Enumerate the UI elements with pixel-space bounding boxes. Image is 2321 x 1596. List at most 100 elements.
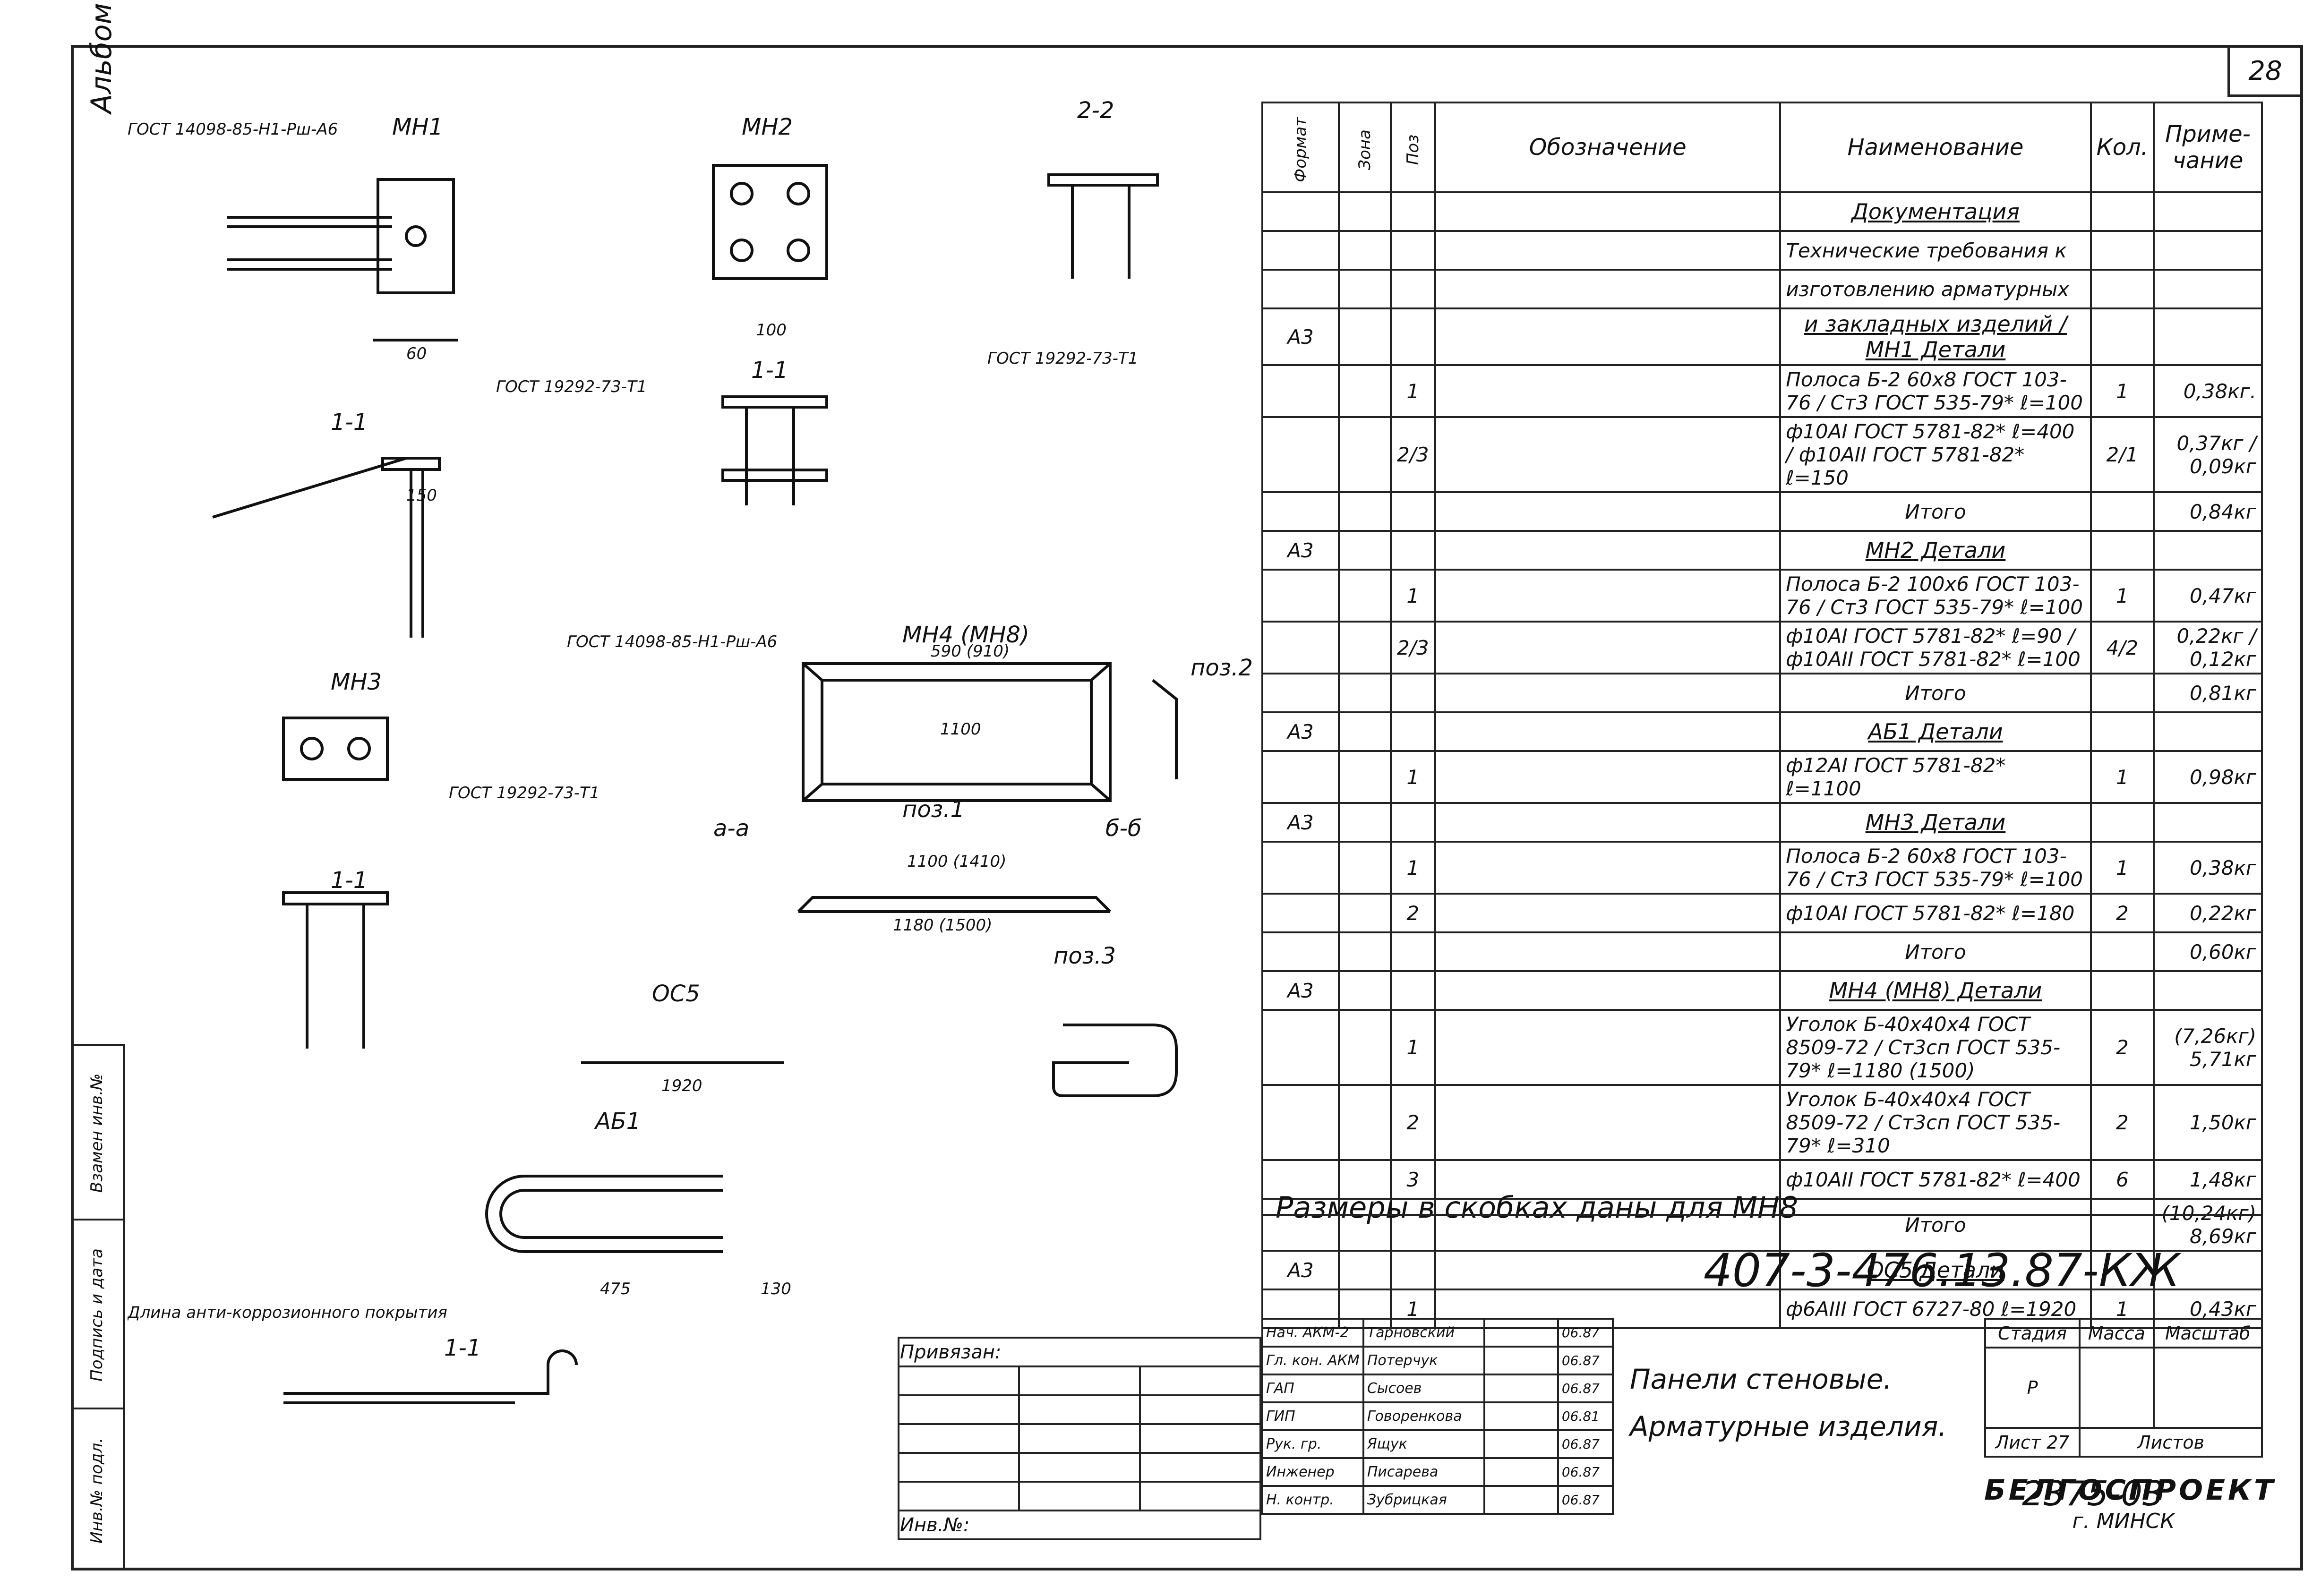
signature-sig: [1483, 1346, 1559, 1375]
album-label: Альбом 6: [85, 0, 118, 113]
gost-weld-top: ГОСТ 14098-85-Н1-Рш-А6: [128, 120, 338, 139]
spec-note-cell: [2153, 1250, 2263, 1290]
header-name: Наименование: [1779, 102, 2092, 193]
mass-value: [2079, 1347, 2155, 1429]
gost-weld-mid: ГОСТ 14098-85-Н1-Рш-А6: [567, 632, 777, 651]
signature-role: Н. контр.: [1261, 1485, 1364, 1515]
signature-date: 06.87: [1557, 1346, 1614, 1375]
signature-role: Рук. гр.: [1261, 1429, 1364, 1459]
bracket-note: Размеры в скобках даны для МН8: [1276, 1190, 1799, 1225]
inv-label: Инв.№:: [898, 1510, 1261, 1540]
mn3-hole: [300, 737, 324, 760]
document-title: Панели стеновые. Арматурные изделия.: [1630, 1356, 1947, 1450]
spec-pos-cell: 1: [1389, 1009, 1436, 1086]
spec-name-cell: АБ1 Детали: [1779, 711, 2092, 752]
spec-name-cell: Итого: [1779, 673, 2092, 713]
label-section-11-mn2: 1-1: [751, 357, 788, 384]
spec-format-cell: [1261, 269, 1340, 309]
mn4-frame-outer: [802, 662, 1112, 802]
mn1-weld: [405, 225, 427, 247]
gost-t1-b: ГОСТ 19292-73-Т1: [987, 349, 1138, 368]
spec-zone-cell: [1337, 230, 1392, 271]
scale-label: Масштаб: [2152, 1318, 2263, 1348]
spec-qty-cell: [2090, 1198, 2155, 1252]
pos3-hook: [1052, 1024, 1178, 1097]
gost-t1-c: ГОСТ 19292-73-Т1: [449, 784, 600, 802]
label-pos3: поз.3: [1053, 943, 1116, 969]
spec-row: А3 ОС5 Детали: [1261, 1250, 2263, 1290]
header-pos: Поз: [1389, 102, 1436, 193]
sheet-number: 28: [2227, 45, 2303, 97]
spec-name-cell: изготовлению арматурных: [1779, 269, 2092, 309]
spec-format-cell: А3: [1261, 530, 1340, 571]
dim-100: 100: [756, 321, 787, 340]
spec-name-cell: ОС5 Детали: [1779, 1250, 2092, 1290]
spec-format-cell: [1261, 893, 1340, 933]
drawing-area: МН1 МН2 МН3 МН4 (МН8) АБ1 ОС5 2-2 1-1 1-…: [127, 97, 1253, 1459]
spec-format-cell: [1261, 230, 1340, 271]
spec-pos-cell: [1389, 802, 1436, 843]
spec-designation-cell: [1434, 931, 1781, 972]
spec-designation-cell: [1434, 1250, 1781, 1290]
spec-pos-cell: 2: [1389, 1084, 1436, 1161]
spec-pos-cell: [1389, 1250, 1436, 1290]
header-text: Зона: [1355, 129, 1374, 170]
signature-role: Гл. кон. АКМ: [1261, 1346, 1364, 1375]
spec-format-cell: А3: [1261, 1250, 1340, 1290]
dim-475: 475: [600, 1280, 631, 1298]
spec-pos-cell: [1389, 269, 1436, 309]
signature-sig: [1483, 1485, 1559, 1515]
signature-date: 06.87: [1557, 1457, 1614, 1487]
spec-zone-cell: [1337, 1009, 1392, 1086]
mn2-hole: [787, 239, 810, 262]
header-designation: Обозначение: [1434, 102, 1781, 193]
spec-pos-cell: 3: [1389, 1159, 1436, 1200]
spec-zone-cell: [1337, 841, 1392, 895]
spec-zone-cell: [1337, 931, 1392, 972]
spec-qty-cell: 1: [2090, 841, 2155, 895]
spec-note-cell: 0,81кг: [2153, 673, 2263, 713]
spec-format-cell: [1261, 416, 1340, 493]
spec-format-cell: [1261, 1009, 1340, 1086]
spec-designation-cell: [1434, 1084, 1781, 1161]
spec-designation-cell: [1434, 416, 1781, 493]
signature-date: 06.87: [1557, 1429, 1614, 1459]
dim-1920: 1920: [661, 1076, 702, 1095]
header-qty: Кол.: [2090, 102, 2155, 193]
spec-zone-cell: [1337, 1198, 1392, 1252]
spec-note-cell: 0,22кг / 0,12кг: [2153, 621, 2263, 674]
spec-pos-cell: [1389, 711, 1436, 752]
spec-note-cell: [2153, 307, 2263, 366]
spec-designation-cell: [1434, 802, 1781, 843]
label-section-11-mn3: 1-1: [331, 867, 368, 894]
spec-format-cell: [1261, 569, 1340, 623]
signature-name: Писарева: [1362, 1457, 1485, 1487]
signature-name: Тарновский: [1362, 1318, 1485, 1348]
spec-note-cell: 1,48кг: [2153, 1159, 2263, 1200]
mn4-corner: [802, 783, 823, 802]
spec-qty-cell: 2: [2090, 1084, 2155, 1161]
spec-name-cell: Полоса Б-2 100х6 ГОСТ 103-76 / Ст3 ГОСТ …: [1779, 569, 2092, 623]
label-mn4: МН4 (МН8): [902, 622, 1029, 648]
spec-name-cell: Итого: [1779, 491, 2092, 532]
spec-name-cell: ф10АI ГОСТ 5781-82* ℓ=400 / ф10АII ГОСТ …: [1779, 416, 2092, 493]
spec-zone-cell: [1337, 491, 1392, 532]
header-text: Поз: [1403, 134, 1422, 165]
header-format: Формат: [1261, 102, 1340, 193]
stage-value: Р: [1984, 1347, 2081, 1429]
spec-designation-cell: [1434, 1159, 1781, 1200]
spec-format-cell: [1261, 621, 1340, 674]
mn2-section-plate: [721, 395, 828, 409]
organization: БЕЛГОСПРОЕКТ: [1984, 1474, 2276, 1507]
spec-note-cell: 0,37кг / 0,09кг: [2153, 416, 2263, 493]
spec-zone-cell: [1337, 416, 1392, 493]
spec-format-cell: А3: [1261, 307, 1340, 366]
